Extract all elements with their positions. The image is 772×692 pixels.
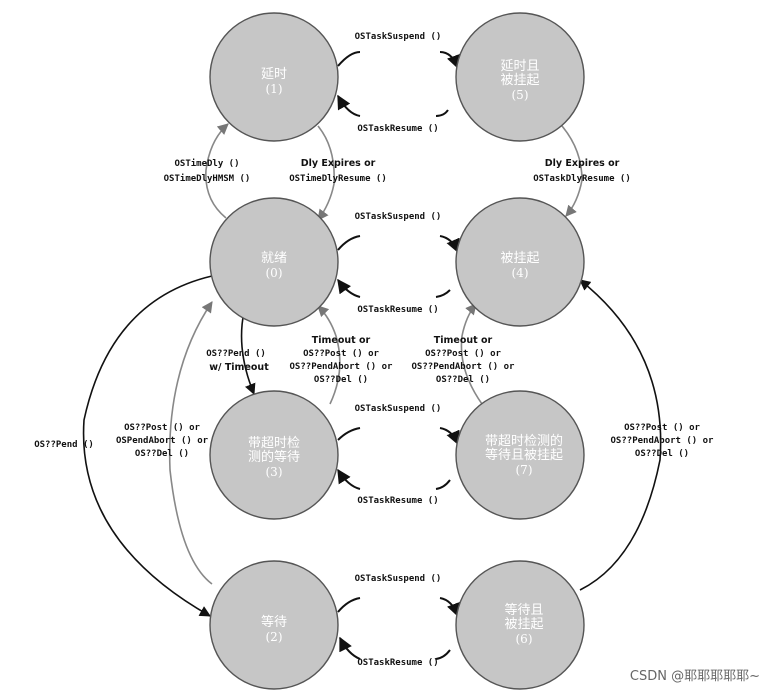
label-dly-expires-b2: OSTaskDlyResume () [533,174,631,184]
state-2-num: (2) [266,630,283,644]
state-5-name-line2: 被挂起 [500,73,539,88]
label-pend-timeout-2: w/ Timeout [209,362,269,373]
label-timeout-b2: OS??Post () or [425,349,501,359]
state-7-num: (7) [516,463,533,477]
label-resume-4-0: OSTaskResume () [357,305,438,315]
label-post-left-1: OS??Post () or [124,423,200,433]
edge-6-to-2-resume [340,638,451,660]
label-pend: OS??Pend () [34,440,94,450]
state-3: 带超时检 测的等待 (3) [209,390,339,520]
label-dly-expires-b1: Dly Expires or [545,158,620,169]
state-3-num: (3) [266,465,283,479]
label-resume-7-3: OSTaskResume () [357,496,438,506]
label-suspend-0-4: OSTaskSuspend () [355,212,442,222]
edge-6-to-4-post [579,279,662,591]
state-0-name: 就绪 [261,251,287,266]
label-timeout-b3: OS??PendAbort () or [412,362,516,372]
label-timeout-a1: Timeout or [312,335,371,346]
state-6-name-line2: 被挂起 [504,617,543,632]
state-2: 等待 (2) [209,560,339,690]
state-1-name: 延时 [261,67,287,82]
state-6: 等待且 被挂起 (6) [455,560,585,690]
label-timeout-a4: OS??Del () [314,375,368,385]
state-4: 被挂起 (4) [455,197,585,327]
label-resume-6-2: OSTaskResume () [357,658,438,668]
label-suspend-2-6: OSTaskSuspend () [355,574,442,584]
state-5: 延时且 被挂起 (5) [455,12,585,142]
edge-7-to-4-timeout [460,303,483,405]
edge-7-to-3-resume [338,470,451,490]
label-timedly-1: OSTimeDly () [174,158,239,169]
edge-0-to-1-timedly [205,123,229,219]
state-5-num: (5) [512,88,529,102]
edge-3-to-0-timeout [317,305,341,405]
state-7: 带超时检测的 等待且被挂起 (7) [455,390,585,520]
edge-0-to-2-pend [82,275,213,617]
state-7-name-line2: 等待且被挂起 [485,447,563,463]
state-3-name-line2: 测的等待 [248,449,300,465]
label-timeout-b4: OS??Del () [436,375,490,385]
state-6-name-line1: 等待且 [504,602,543,618]
label-post-left-3: OS??Del () [135,449,189,459]
label-post-right-3: OS??Del () [635,449,689,459]
label-timeout-b1: Timeout or [434,335,493,346]
state-2-name: 等待 [261,614,287,630]
state-4-name: 被挂起 [500,251,539,266]
state-6-num: (6) [516,632,533,646]
edge-3-to-7-suspend [337,427,458,444]
edge-2-to-6-suspend [337,597,458,616]
watermark: CSDN @耶耶耶耶耶~ [630,669,760,684]
label-post-right-1: OS??Post () or [624,423,700,433]
edge-0-to-4-suspend [337,235,458,252]
state-0-num: (0) [266,266,283,280]
label-dly-expires-1: Dly Expires or [301,158,376,169]
edge-5-to-1-resume [338,96,449,117]
state-1: 延时 (1) [209,12,339,142]
edge-1-to-0-expires [317,125,335,221]
edge-5-to-4-expires [561,125,583,217]
label-timedly-2: OSTimeDlyHMSM () [164,173,251,184]
state-1-num: (1) [266,82,283,96]
state-3-name-line1: 带超时检 [248,436,300,451]
state-5-name-line1: 延时且 [500,59,539,74]
label-suspend-3-7: OSTaskSuspend () [355,404,442,414]
edge-2-to-0-post [168,301,213,585]
label-timeout-a2: OS??Post () or [303,349,379,359]
edge-0-to-3-pend-timeout [240,311,256,396]
label-resume-5-1: OSTaskResume () [357,124,438,134]
edge-1-to-5-suspend [337,51,458,68]
state-4-num: (4) [512,266,529,280]
label-timeout-a3: OS??PendAbort () or [290,362,394,372]
label-post-right-2: OS??PendAbort () or [611,436,715,446]
state-0: 就绪 (0) [209,197,339,327]
label-dly-expires-2: OSTimeDlyResume () [289,173,387,184]
edge-4-to-0-resume [338,280,451,298]
label-pend-timeout-1: OS??Pend () [206,349,266,359]
state-7-name-line1: 带超时检测的 [485,433,563,449]
label-post-left-2: OSPendAbort () or [116,436,209,446]
label-suspend-1-5: OSTaskSuspend () [355,32,442,42]
